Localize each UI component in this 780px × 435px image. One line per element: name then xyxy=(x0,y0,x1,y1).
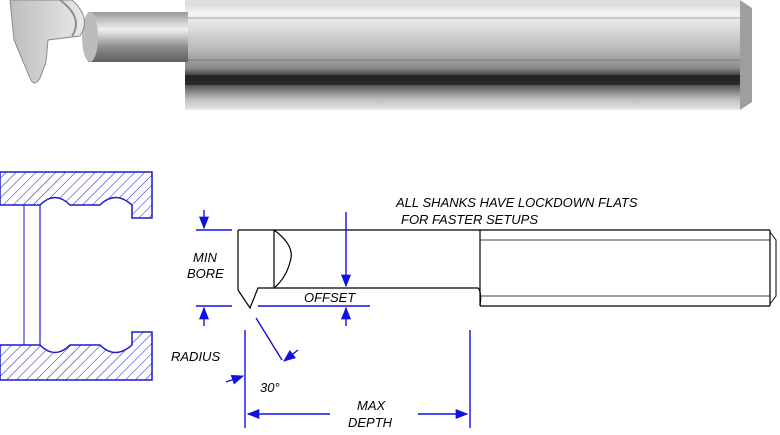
neck xyxy=(88,12,188,62)
shank-body xyxy=(185,0,740,110)
tool-outline xyxy=(237,229,777,310)
note-line-2: FOR FASTER SETUPS xyxy=(401,212,538,227)
cutting-tip xyxy=(9,0,85,84)
tool-photo xyxy=(0,0,780,125)
dimensions xyxy=(196,210,471,428)
min-bore-label-1: MIN xyxy=(193,250,217,265)
max-depth-label-1: MAX xyxy=(357,398,387,413)
offset-label: OFFSET xyxy=(304,290,356,305)
section-lower xyxy=(0,331,153,381)
angle-label: 30° xyxy=(260,380,280,395)
section-upper xyxy=(0,171,153,219)
note-line-1: ALL SHANKS HAVE LOCKDOWN FLATS xyxy=(395,195,638,210)
min-bore-label-2: BORE xyxy=(187,266,224,281)
max-depth-label-2: DEPTH xyxy=(348,415,393,430)
bore-section xyxy=(0,171,153,381)
radius-label: RADIUS xyxy=(171,349,220,364)
